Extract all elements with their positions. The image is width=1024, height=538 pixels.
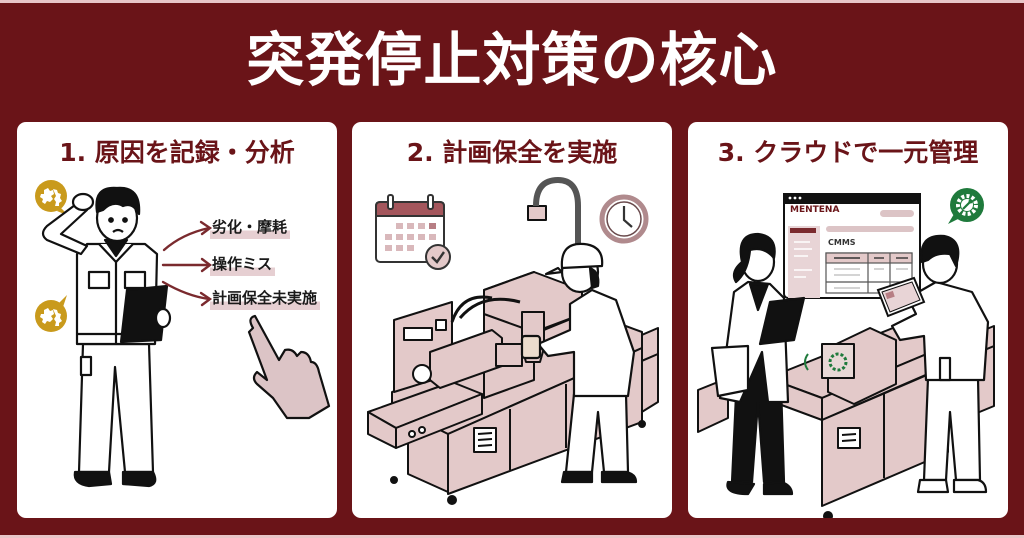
- panel-title: 3. クラウドで一元管理: [717, 138, 979, 167]
- woman-figure: [710, 232, 806, 496]
- machine-maintenance-illustration: [367, 177, 659, 505]
- panel-title: 2. 計画保全を実施: [406, 138, 618, 167]
- tablet-icon: [876, 276, 926, 318]
- cloud-cmms-illustration: [697, 188, 995, 518]
- panel-planned-maintenance: 2. 計画保全を実施: [352, 122, 672, 518]
- bottom-border: [0, 535, 1024, 538]
- cmms-screen: [783, 193, 921, 299]
- technician-figure: [520, 242, 638, 484]
- man-figure: [890, 234, 990, 494]
- clock-icon: [599, 194, 649, 244]
- arrow-icon: [161, 220, 213, 307]
- top-border: [0, 0, 1024, 3]
- broken-gear-bubble-icon: [35, 295, 67, 332]
- panel-record-analyze: 1. 原因を記録・分析 劣化・摩耗 操作ミス 計画保全未実施: [17, 122, 337, 518]
- panel-title: 1. 原因を記録・分析: [59, 138, 295, 167]
- cause-label-wear: 劣化・摩耗: [210, 216, 291, 239]
- worker-figure: [41, 186, 172, 488]
- maintenance-gear-bubble-icon: [948, 188, 984, 224]
- panel-cloud-management: 3. クラウドで一元管理 MENTENA CMMS: [688, 122, 1008, 518]
- cause-label-operation-error: 操作ミス: [210, 253, 276, 276]
- calendar-check-icon: [375, 194, 451, 270]
- screen-subtitle-label: CMMS: [828, 238, 856, 247]
- worker-confused-illustration: [35, 180, 331, 488]
- page-title: 突発停止対策の核心: [246, 26, 778, 94]
- broken-gear-bubble-icon: [35, 180, 69, 216]
- screen-brand-label: MENTENA: [790, 205, 840, 215]
- pointing-hand-icon: [247, 314, 331, 420]
- cause-label-no-planned-maintenance: 計画保全未実施: [210, 287, 321, 310]
